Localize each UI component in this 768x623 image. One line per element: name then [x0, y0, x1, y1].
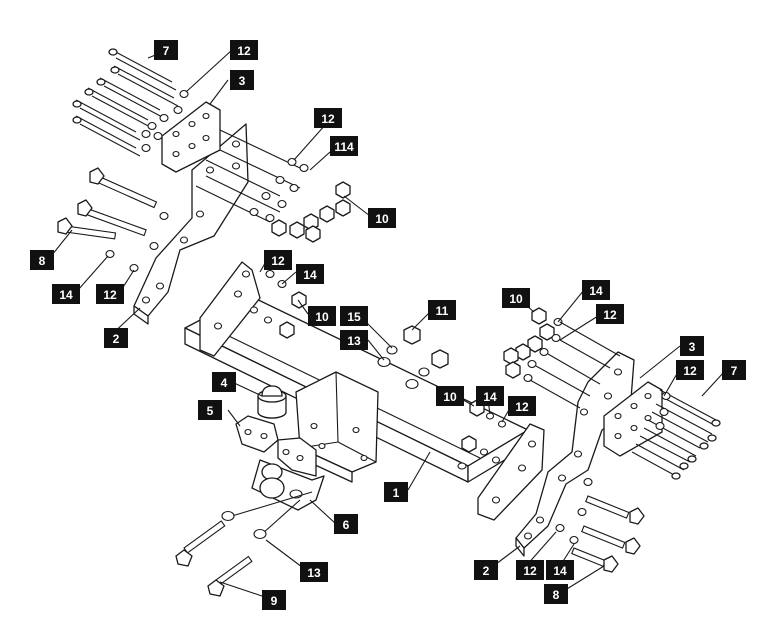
svg-text:14: 14 — [483, 390, 497, 404]
svg-text:12: 12 — [523, 564, 537, 578]
callout-14-right-top: 14 — [582, 280, 610, 300]
callout-14-left-lower: 14 — [52, 284, 80, 304]
svg-text:14: 14 — [553, 564, 567, 578]
callout-9: 9 — [262, 590, 286, 610]
chassis-plate-left — [161, 101, 221, 173]
center-hardware — [377, 325, 449, 390]
callout-10-right-top: 10 — [502, 288, 530, 308]
callout-2-left: 2 — [104, 328, 128, 348]
callout-12-right-mid: 12 — [508, 396, 536, 416]
ball-cap — [257, 385, 287, 419]
svg-text:12: 12 — [515, 400, 529, 414]
svg-text:5: 5 — [207, 404, 214, 418]
callout-4: 4 — [212, 372, 236, 392]
svg-text:12: 12 — [321, 112, 335, 126]
callout-3-right: 3 — [680, 336, 704, 356]
callout-12-left-lower: 12 — [96, 284, 124, 304]
tow-ball-bolts — [175, 491, 313, 597]
callout-7-left: 7 — [154, 40, 178, 60]
svg-text:12: 12 — [237, 44, 251, 58]
callout-8-right: 8 — [544, 584, 568, 604]
svg-text:3: 3 — [689, 340, 696, 354]
svg-text:15: 15 — [347, 310, 361, 324]
callout-12-center-left: 12 — [264, 250, 292, 270]
callout-7-right: 7 — [722, 360, 746, 380]
long-bolts-left — [72, 48, 179, 157]
svg-text:114: 114 — [334, 140, 354, 154]
beam-end-plate-right — [477, 423, 545, 521]
svg-text:10: 10 — [315, 310, 329, 324]
callout-tags: 1 2 2 3 3 4 5 6 7 7 8 8 9 10 10 10 10 11… — [30, 40, 746, 610]
svg-text:7: 7 — [163, 44, 170, 58]
callout-6: 6 — [334, 514, 358, 534]
svg-text:10: 10 — [375, 212, 389, 226]
callout-1: 1 — [384, 482, 408, 502]
svg-text:10: 10 — [509, 292, 523, 306]
callout-5: 5 — [198, 400, 222, 420]
beam-end-plate-left — [199, 261, 261, 357]
beam-hardware-left — [249, 269, 307, 339]
svg-text:7: 7 — [731, 364, 738, 378]
callout-3-left: 3 — [230, 70, 254, 90]
svg-text:10: 10 — [443, 390, 457, 404]
callout-10-top: 10 — [368, 208, 396, 228]
svg-text:12: 12 — [103, 288, 117, 302]
svg-text:12: 12 — [603, 308, 617, 322]
side-bracket-right — [515, 351, 635, 557]
svg-text:8: 8 — [39, 254, 46, 268]
callout-12-right-top: 12 — [596, 304, 624, 324]
callout-8-left: 8 — [30, 250, 54, 270]
svg-text:13: 13 — [307, 566, 321, 580]
callout-2-right: 2 — [474, 560, 498, 580]
callout-14-right-lower: 14 — [546, 560, 574, 580]
svg-text:12: 12 — [271, 254, 285, 268]
svg-text:3: 3 — [239, 74, 246, 88]
svg-text:13: 13 — [347, 334, 361, 348]
callout-14-center-left: 14 — [296, 264, 324, 284]
nuts-left — [195, 129, 351, 243]
callout-12-top-left: 12 — [230, 40, 258, 60]
svg-text:4: 4 — [221, 376, 228, 390]
svg-text:12: 12 — [683, 364, 697, 378]
svg-text:14: 14 — [589, 284, 603, 298]
svg-text:2: 2 — [113, 332, 120, 346]
callout-15: 15 — [340, 306, 368, 326]
svg-text:1: 1 — [393, 486, 400, 500]
long-bolts-right — [631, 389, 721, 480]
callout-12-right-lower: 12 — [516, 560, 544, 580]
tow-plate — [235, 415, 279, 453]
svg-text:2: 2 — [483, 564, 490, 578]
svg-text:14: 14 — [303, 268, 317, 282]
svg-text:14: 14 — [59, 288, 73, 302]
callout-13-lower: 13 — [300, 562, 328, 582]
callout-12-top-mid: 12 — [314, 108, 342, 128]
side-bracket-left — [133, 123, 249, 325]
svg-text:6: 6 — [343, 518, 350, 532]
washers-left-plate — [141, 89, 189, 153]
nuts-right — [503, 307, 621, 409]
callout-14-right-mid: 14 — [476, 386, 504, 406]
bolts-left-lower — [57, 167, 169, 273]
svg-text:9: 9 — [271, 594, 278, 608]
leader-lines — [47, 49, 725, 599]
callout-14-top: 114 — [330, 136, 358, 156]
callout-10-mid: 10 — [308, 306, 336, 326]
callout-10-right-mid: 10 — [436, 386, 464, 406]
callout-11: 11 — [428, 300, 456, 320]
svg-text:11: 11 — [436, 304, 449, 318]
tow-ball — [251, 437, 325, 511]
bolts-right-lower — [555, 477, 645, 573]
svg-text:8: 8 — [553, 588, 560, 602]
chassis-plate-right — [603, 381, 663, 457]
callout-12-right-plate: 12 — [676, 360, 704, 380]
callout-13-center: 13 — [340, 330, 368, 350]
